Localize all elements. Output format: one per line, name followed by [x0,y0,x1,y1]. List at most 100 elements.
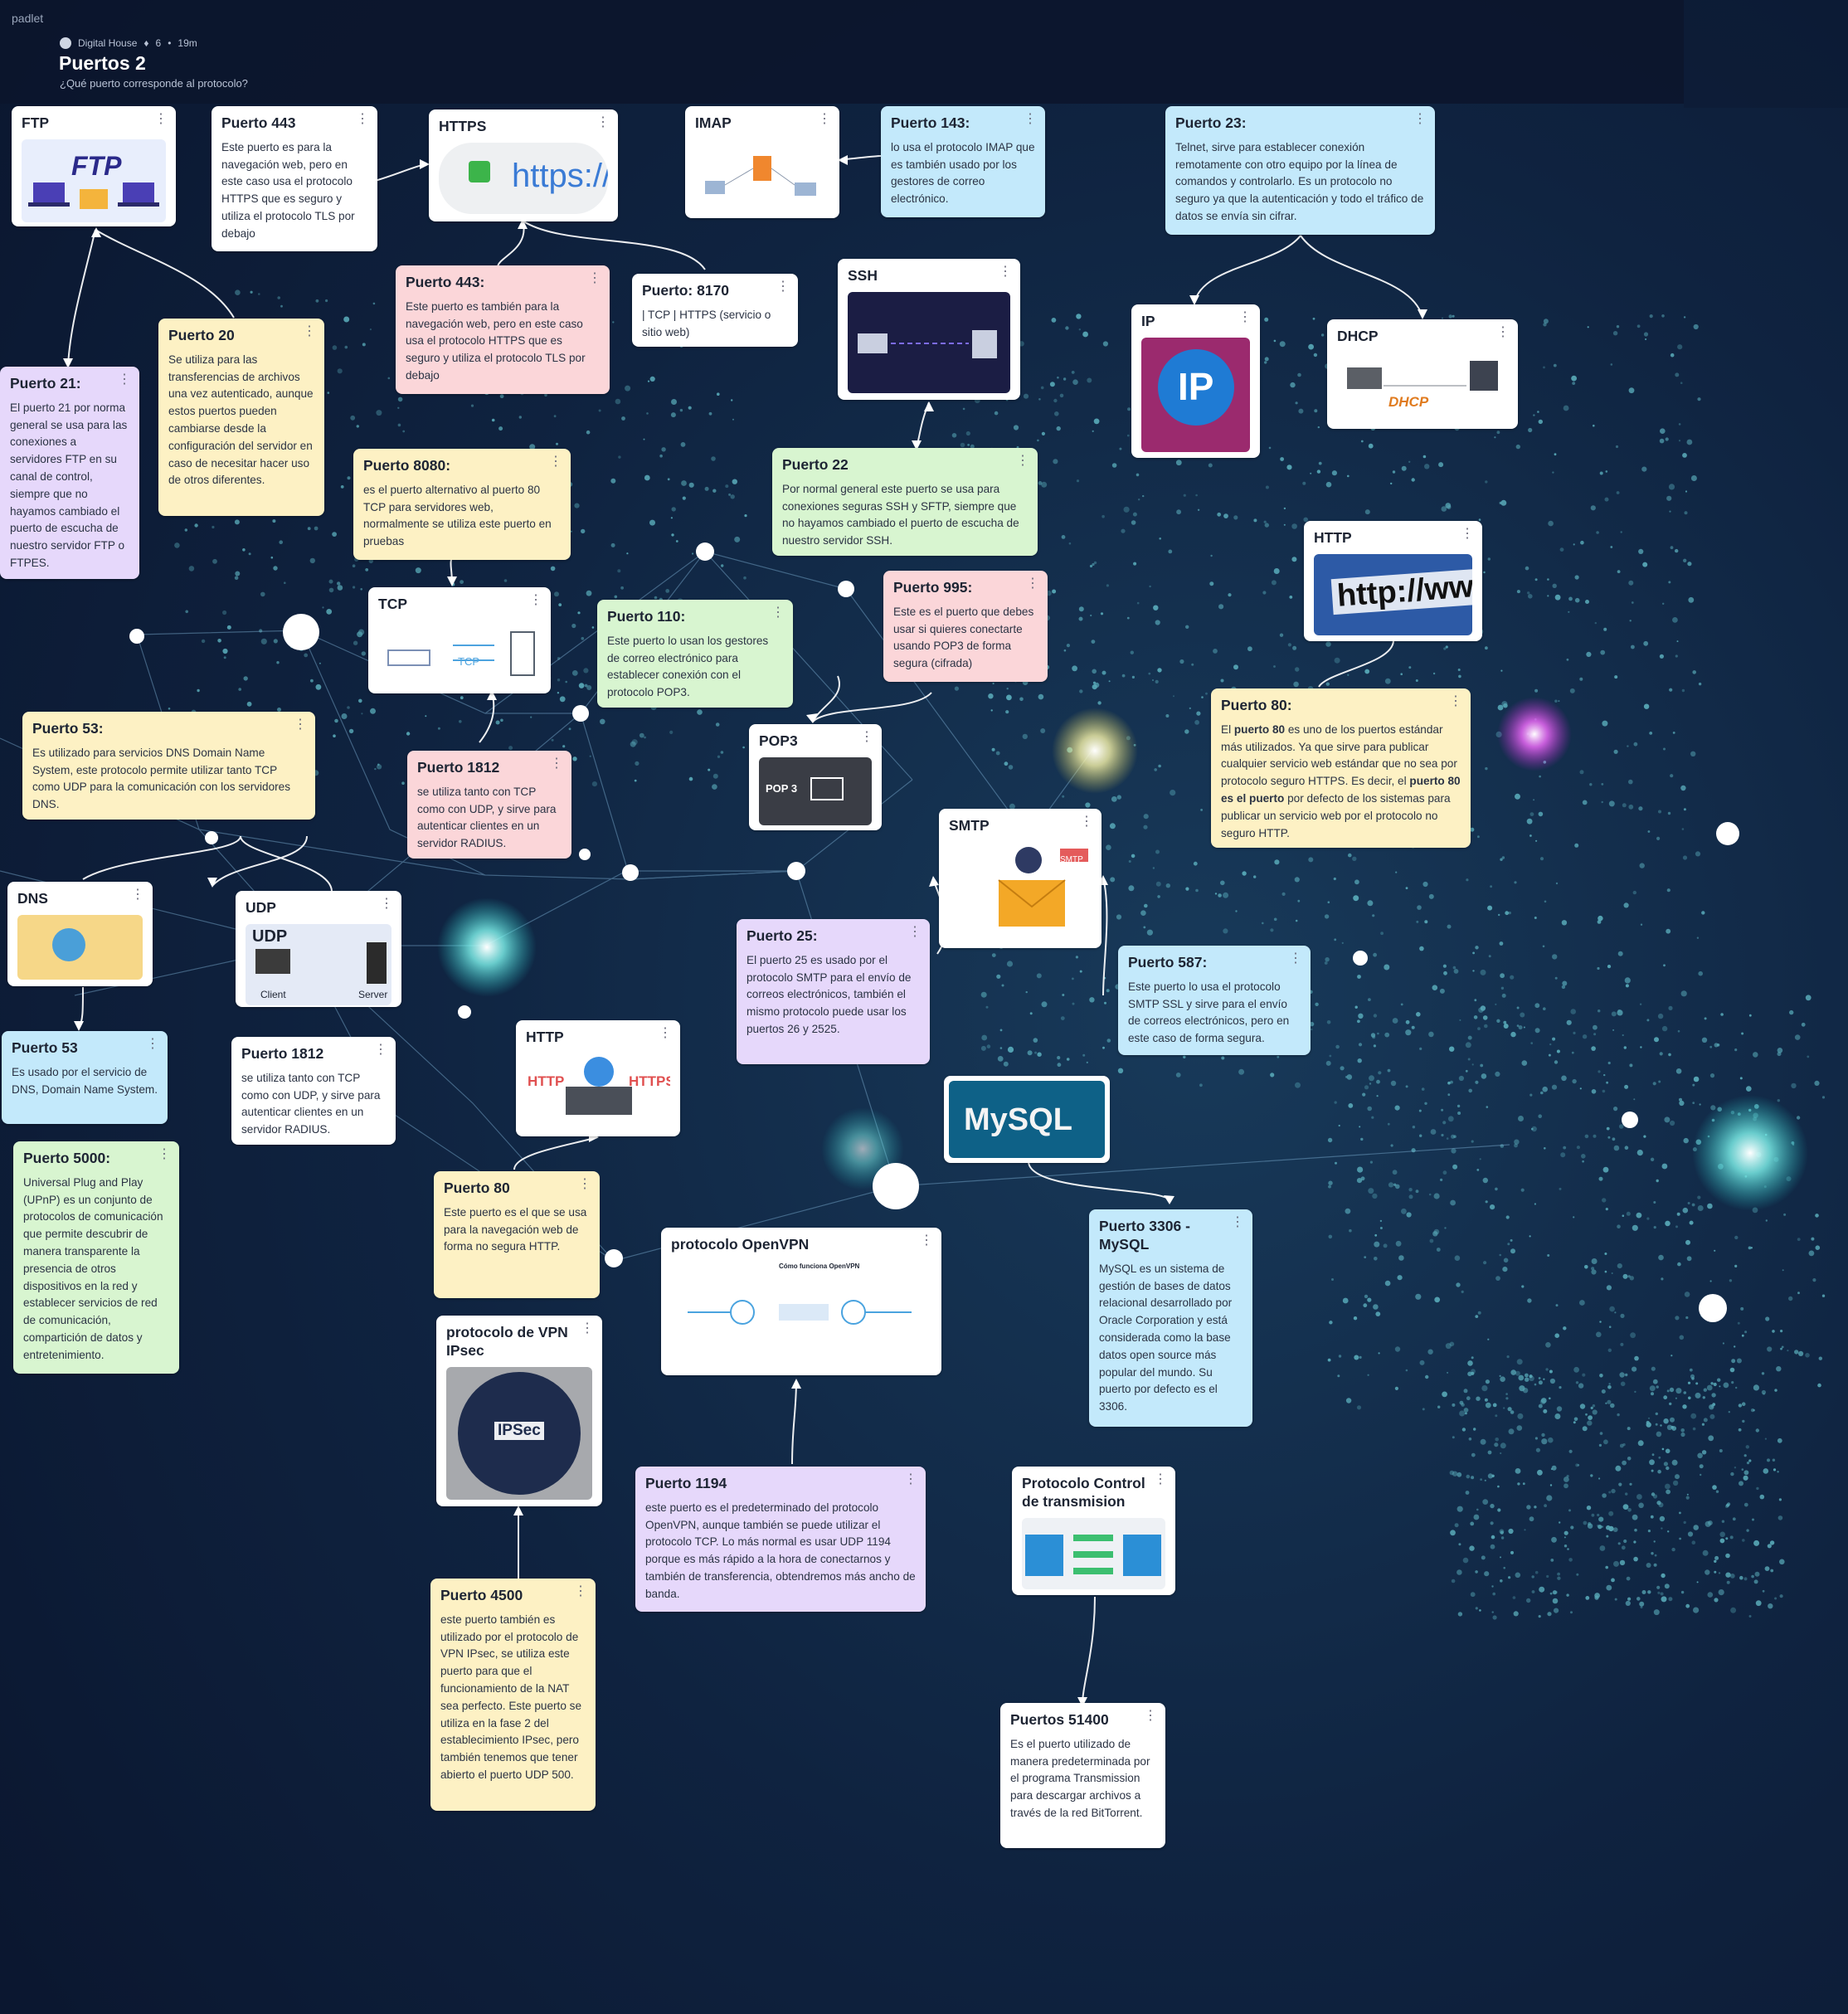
more-icon[interactable]: ⋮ [1016,454,1029,468]
post-card-puerto-1812[interactable]: ⋮ Puerto 1812 se utiliza tanto con TCP c… [231,1037,396,1145]
post-card-puerto-1812-radius[interactable]: ⋮ Puerto 1812 se utiliza tanto con TCP c… [407,751,571,859]
post-card-puerto-22[interactable]: ⋮ Puerto 22 Por normal general este puer… [772,448,1038,556]
map-dot [1370,1033,1376,1038]
more-icon[interactable]: ⋮ [529,593,542,607]
post-card-tcp[interactable]: ⋮ TCP TCP [368,587,551,693]
more-icon[interactable]: ⋮ [904,1472,917,1486]
more-icon[interactable]: ⋮ [356,112,369,126]
more-icon[interactable]: ⋮ [860,730,873,744]
more-icon[interactable]: ⋮ [1080,815,1093,829]
post-card-dhcp[interactable]: ⋮ DHCP DHCP [1327,319,1518,429]
map-dot [1470,1521,1475,1526]
more-icon[interactable]: ⋮ [574,1584,587,1598]
post-card-pop3[interactable]: ⋮ POP3 POP 3 [749,724,882,830]
map-dot [1510,1369,1516,1375]
post-card-ip[interactable]: ⋮ IP IP [1131,304,1260,458]
post-card-puerto-1194[interactable]: ⋮ Puerto 1194 este puerto es el predeter… [635,1467,926,1612]
author-avatar[interactable] [60,37,71,49]
map-dot [1772,1330,1775,1333]
more-icon[interactable]: ⋮ [1496,325,1510,339]
map-dot [544,393,547,397]
more-icon[interactable]: ⋮ [908,925,922,939]
more-icon[interactable]: ⋮ [1026,576,1039,591]
more-icon[interactable]: ⋮ [659,1026,672,1040]
post-card-ipsec[interactable]: ⋮ protocolo de VPN IPsec IPSec [436,1316,602,1506]
post-card-mysql[interactable]: ⋮ MySQL [944,1076,1110,1163]
post-card-dns[interactable]: ⋮ DNS [7,882,153,986]
author-name[interactable]: Digital House [78,37,138,49]
more-icon[interactable]: ⋮ [581,1321,594,1335]
post-card-puerto-4500[interactable]: ⋮ Puerto 4500 este puerto también es uti… [430,1579,596,1811]
post-card-udp[interactable]: ⋮ UDP UDP Client Server [236,891,401,1007]
more-icon[interactable]: ⋮ [771,606,785,620]
more-icon[interactable]: ⋮ [588,271,601,285]
post-card-puerto-21[interactable]: ⋮ Puerto 21: El puerto 21 por norma gene… [0,367,139,579]
more-icon[interactable]: ⋮ [1231,1215,1244,1229]
post-card-ssh[interactable]: ⋮ SSH [838,259,1020,400]
map-dot [1037,1052,1042,1057]
more-icon[interactable]: ⋮ [999,265,1012,279]
post-card-puerto-80-detail[interactable]: ⋮ Puerto 80: El puerto 80 es uno de los … [1211,688,1471,848]
more-icon[interactable]: ⋮ [380,897,393,911]
more-icon[interactable]: ⋮ [549,455,562,469]
map-dot [1283,523,1286,526]
post-card-puerto-995[interactable]: ⋮ Puerto 995: Este es el puerto que debe… [883,571,1048,682]
post-card-puerto-443-secure[interactable]: ⋮ Puerto 443: Este puerto es también par… [396,265,610,394]
more-icon[interactable]: ⋮ [154,112,168,126]
more-icon[interactable]: ⋮ [146,1037,159,1051]
more-icon[interactable]: ⋮ [776,280,790,294]
map-dot [1079,970,1082,973]
post-card-ftp[interactable]: ⋮ FTP FTP [12,106,176,226]
map-dot [1608,1383,1611,1385]
more-icon[interactable]: ⋮ [1024,112,1037,126]
more-icon[interactable]: ⋮ [596,115,610,129]
post-card-puerto-3306[interactable]: ⋮ Puerto 3306 - MySQL MySQL es un sistem… [1089,1209,1252,1427]
post-card-puerto-23[interactable]: ⋮ Puerto 23: Telnet, sirve para establec… [1165,106,1435,235]
post-card-puerto-110[interactable]: ⋮ Puerto 110: Este puerto lo usan los ge… [597,600,793,708]
more-icon[interactable]: ⋮ [550,756,563,771]
post-card-puerto-20[interactable]: ⋮ Puerto 20 Se utiliza para las transfer… [158,319,324,516]
post-card-http[interactable]: ⋮ HTTP HTTP HTTPS [516,1020,680,1136]
map-dot [1588,1415,1593,1420]
post-card-puertos-51400[interactable]: ⋮ Puertos 51400 Es el puerto utilizado d… [1000,1703,1165,1848]
post-card-puerto-587[interactable]: ⋮ Puerto 587: Este puerto lo usa el prot… [1118,946,1311,1055]
map-dot [1360,1176,1365,1181]
more-icon[interactable]: ⋮ [1461,527,1474,541]
post-card-puerto-443[interactable]: ⋮ Puerto 443 Este puerto es para la nave… [212,106,377,251]
map-dot [1576,1573,1579,1576]
more-icon[interactable]: ⋮ [578,1177,591,1191]
more-icon[interactable]: ⋮ [303,324,316,338]
more-icon[interactable]: ⋮ [374,1043,387,1057]
map-dot [1082,1053,1086,1057]
post-card-puerto-25[interactable]: ⋮ Puerto 25: El puerto 25 es usado por e… [737,919,930,1064]
post-card-smtp[interactable]: ⋮ SMTP SMTP [939,809,1102,948]
post-card-puerto-5000[interactable]: ⋮ Puerto 5000: Universal Plug and Play (… [13,1141,179,1374]
post-card-puerto-80[interactable]: ⋮ Puerto 80 Este puerto es el que se usa… [434,1171,600,1298]
post-card-tcp-control[interactable]: ⋮ Protocolo Control de transmision [1012,1467,1175,1595]
padlet-logo[interactable]: padlet [12,12,44,25]
post-card-puerto-8170[interactable]: ⋮ Puerto: 8170 | TCP | HTTPS (servicio o… [632,274,798,347]
post-card-https[interactable]: ⋮ HTTPS https:// [429,109,618,221]
more-icon[interactable]: ⋮ [920,1233,933,1248]
map-dot [1337,1374,1340,1378]
more-icon[interactable]: ⋮ [1144,1709,1157,1723]
more-icon[interactable]: ⋮ [294,718,307,732]
more-icon[interactable]: ⋮ [1413,112,1427,126]
post-card-puerto-53[interactable]: ⋮ Puerto 53 Es usado por el servicio de … [2,1031,168,1124]
post-card-puerto-8080[interactable]: ⋮ Puerto 8080: es el puerto alternativo … [353,449,571,560]
more-icon[interactable]: ⋮ [1154,1472,1167,1486]
more-icon[interactable]: ⋮ [818,112,831,126]
more-icon[interactable]: ⋮ [131,888,144,902]
post-card-puerto-53-dns[interactable]: ⋮ Puerto 53: Es utilizado para servicios… [22,712,315,820]
post-card-openvpn[interactable]: ⋮ protocolo OpenVPN Cómo funciona OpenVP… [661,1228,941,1375]
post-card-imap[interactable]: ⋮ IMAP [685,106,839,218]
more-icon[interactable]: ⋮ [1238,310,1252,324]
more-icon[interactable]: ⋮ [1449,694,1462,708]
map-dot [1158,764,1161,768]
more-icon[interactable]: ⋮ [118,372,131,387]
more-icon[interactable]: ⋮ [158,1147,171,1161]
post-card-http-banner[interactable]: ⋮ HTTP http://ww [1304,521,1482,641]
map-dot [1165,883,1171,888]
more-icon[interactable]: ⋮ [1289,951,1302,966]
post-card-puerto-143[interactable]: ⋮ Puerto 143: lo usa el protocolo IMAP q… [881,106,1045,217]
